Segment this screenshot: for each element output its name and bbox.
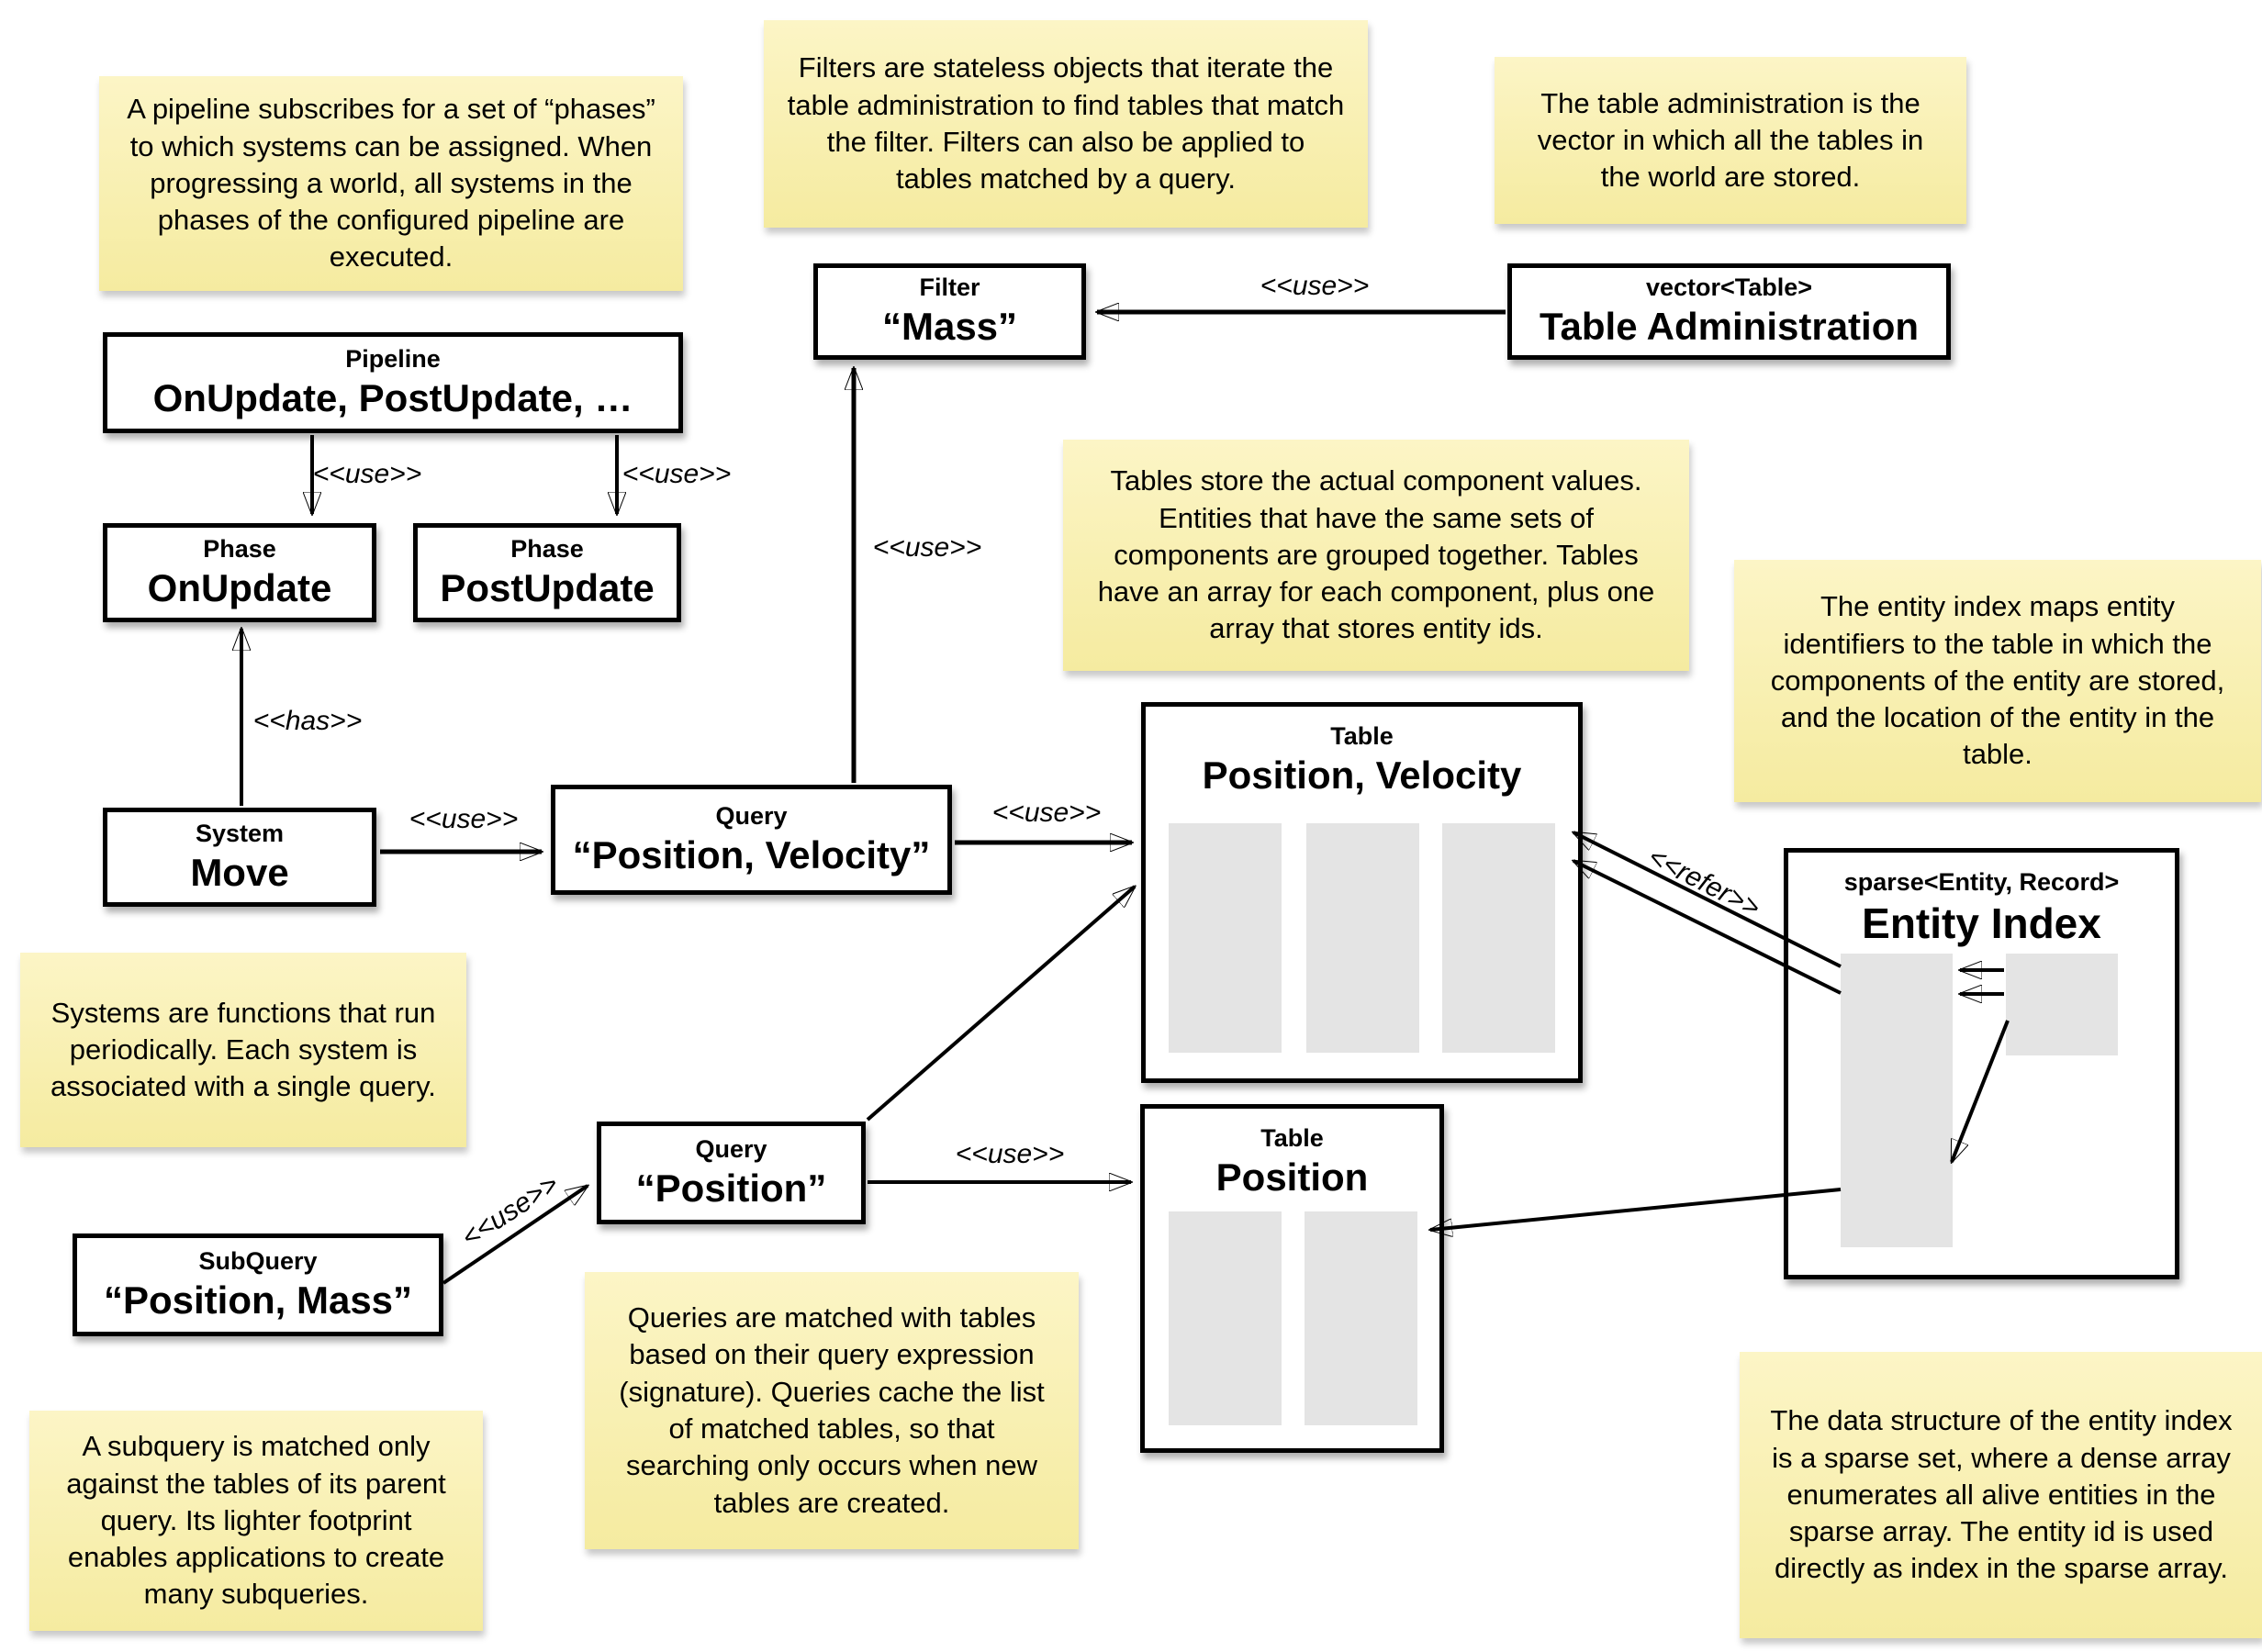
arrow-querypos-to-tablepv [866, 887, 1135, 1122]
box-query-position-title: Query [695, 1134, 767, 1163]
box-phase-postupdate: Phase PostUpdate [413, 523, 681, 622]
box-entity-index-title: sparse<Entity, Record> [1843, 868, 2120, 896]
box-phase-onupdate-value: OnUpdate [147, 565, 332, 609]
edge-label-use-pipeline-postupdate: <<use>> [621, 459, 732, 489]
note-queries: Queries are matched with tables based on… [585, 1272, 1079, 1549]
box-system-move: System Move [103, 808, 376, 907]
box-table-administration: vector<Table> Table Administration [1507, 263, 1951, 360]
box-phase-onupdate: Phase OnUpdate [103, 523, 376, 622]
edge-label-use-pipeline-onupdate: <<use>> [312, 459, 422, 489]
note-tables: Tables store the actual component values… [1063, 440, 1689, 671]
box-table-administration-title: vector<Table> [1645, 273, 1813, 302]
arrow-dense-to-sparse-diagonal [1950, 1020, 2010, 1162]
note-pipeline: A pipeline subscribes for a set of “phas… [99, 76, 683, 291]
box-pipeline-value: OnUpdate, PostUpdate, … [152, 375, 633, 419]
box-phase-postupdate-title: Phase [510, 534, 584, 563]
component-array-bar [1306, 823, 1419, 1053]
note-table-administration: The table administration is the vector i… [1495, 57, 1966, 224]
box-filter-mass-title: Filter [919, 273, 980, 302]
box-query-position-velocity-title: Query [715, 801, 788, 830]
box-pipeline-title: Pipeline [345, 344, 441, 373]
box-table-position-velocity-value: Position, Velocity [1202, 753, 1522, 797]
arrow-entityindex-to-tablepos [1430, 1188, 1842, 1230]
box-query-position-velocity: Query “Position, Velocity” [551, 785, 952, 895]
component-array-bar [1442, 823, 1555, 1053]
box-filter-mass-value: “Mass” [881, 305, 1018, 349]
note-subquery: A subquery is matched only against the t… [29, 1411, 483, 1631]
component-array-bar [1305, 1211, 1417, 1425]
dense-array-bar [2006, 954, 2118, 1055]
note-systems: Systems are functions that run periodica… [20, 953, 466, 1147]
box-entity-index-value: Entity Index [1862, 899, 2101, 947]
box-phase-onupdate-title: Phase [203, 534, 276, 563]
edge-label-has-system-phase: <<has>> [252, 706, 363, 736]
box-subquery: SubQuery “Position, Mass” [73, 1233, 443, 1336]
box-query-position: Query “Position” [597, 1122, 866, 1224]
arrow-entityindex-refer-tablepv-1 [1573, 831, 1842, 968]
note-filters: Filters are stateless objects that itera… [764, 20, 1368, 228]
box-table-position-velocity-title: Table [1330, 722, 1394, 750]
box-system-move-title: System [195, 819, 285, 847]
edge-label-use-query-filter: <<use>> [872, 532, 982, 563]
box-table-administration-value: Table Administration [1539, 305, 1920, 349]
box-table-position-title: Table [1260, 1124, 1324, 1152]
box-query-position-velocity-value: “Position, Velocity” [572, 832, 931, 876]
edge-label-use-querypos-tablepos: <<use>> [955, 1139, 1065, 1169]
note-entity-index: The entity index maps entity identifiers… [1734, 560, 2261, 802]
sparse-array-bar [1841, 954, 1953, 1247]
edge-label-use-querypv-tablepv: <<use>> [991, 798, 1102, 828]
box-filter-mass: Filter “Mass” [813, 263, 1086, 360]
box-pipeline: Pipeline OnUpdate, PostUpdate, … [103, 332, 683, 433]
component-array-bar [1169, 823, 1282, 1053]
arrow-subquery-to-querypos [442, 1186, 588, 1285]
note-sparse-set: The data structure of the entity index i… [1740, 1352, 2262, 1638]
edge-label-use-system-query: <<use>> [409, 804, 519, 834]
box-table-position-value: Position [1215, 1155, 1369, 1199]
box-query-position-value: “Position” [635, 1166, 827, 1210]
arrow-entityindex-refer-tablepv-2 [1573, 859, 1842, 995]
box-subquery-title: SubQuery [198, 1246, 318, 1275]
edge-label-use-admin-filter: <<use>> [1260, 271, 1370, 301]
box-phase-postupdate-value: PostUpdate [440, 565, 655, 609]
box-subquery-value: “Position, Mass” [103, 1278, 413, 1322]
component-array-bar [1169, 1211, 1282, 1425]
box-system-move-value: Move [190, 850, 289, 894]
